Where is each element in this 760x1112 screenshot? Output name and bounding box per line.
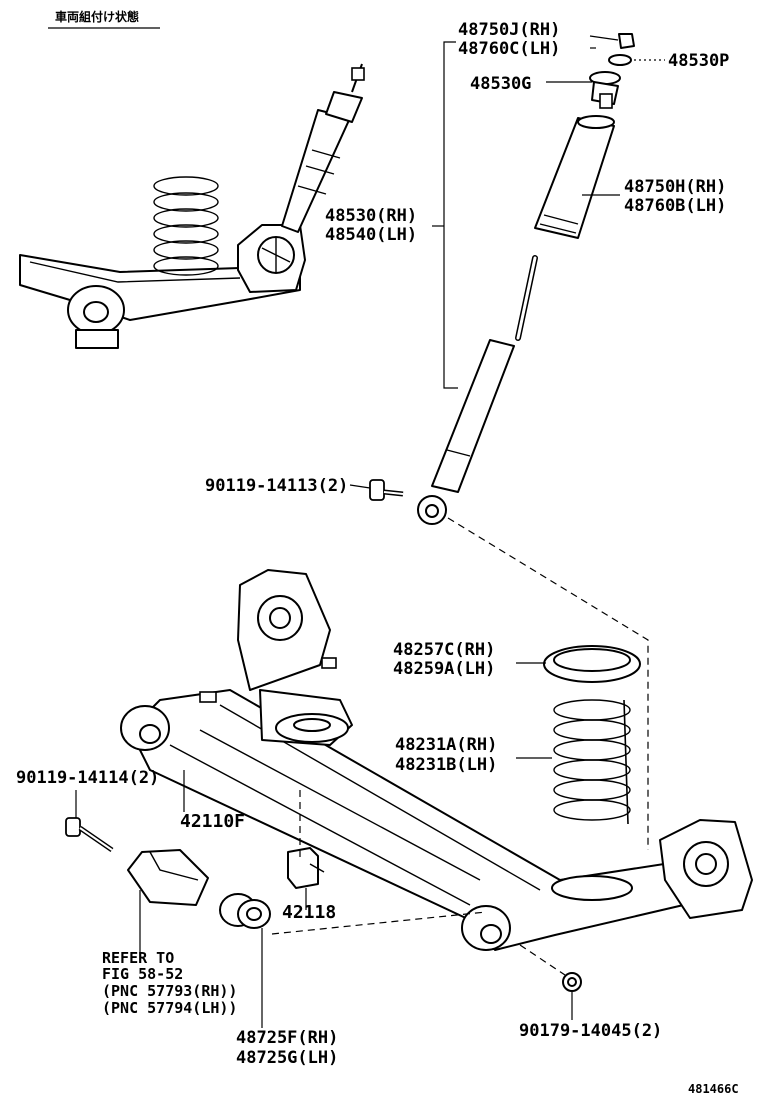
bolt-90119-14114 <box>65 817 114 853</box>
bushing-48725 <box>219 893 271 929</box>
label-washer: 48530P <box>668 51 729 71</box>
bolt-90119-14113 <box>369 479 404 501</box>
shock-absorber <box>417 255 538 525</box>
rear-axle-beam <box>120 569 753 951</box>
label-bolt-axle: 90119-14114(2) <box>16 768 159 788</box>
label-spring-lh: 48231B(LH) <box>395 755 497 775</box>
label-bump-stop: 48530G <box>470 74 531 94</box>
label-refer-line-4: (PNC 57794(LH)) <box>102 999 237 1017</box>
label-axle-beam: 42110F <box>180 811 245 832</box>
assembled-inset-illustration <box>19 63 365 349</box>
label-cap-lh: 48760C(LH) <box>458 39 560 59</box>
upper-cap-nut <box>618 33 635 49</box>
label-cap-rh: 48750J(RH) <box>458 20 560 40</box>
assembled-state-caption: 車両組付け状態 <box>55 9 139 24</box>
leader-lines <box>75 35 665 1028</box>
label-refer-line-3: (PNC 57793(RH)) <box>102 982 237 1000</box>
label-nut: 90179-14045(2) <box>519 1021 662 1041</box>
label-bushing-small: 42118 <box>282 902 336 923</box>
label-dust-boot-lh: 48760B(LH) <box>624 196 726 216</box>
spring-insulator <box>543 645 641 683</box>
bushing-42118 <box>287 847 325 889</box>
label-bolt-absorber: 90119-14113(2) <box>205 476 348 496</box>
label-refer-line-2: FIG 58-52 <box>102 965 183 983</box>
label-dust-boot-rh: 48750H(RH) <box>624 177 726 197</box>
coil-spring <box>553 699 631 825</box>
label-bushing-lh: 48725G(LH) <box>236 1048 338 1068</box>
bracket-refer-fig <box>127 849 209 906</box>
label-absorber-lh: 48540(LH) <box>325 225 417 245</box>
label-spring-rh: 48231A(RH) <box>395 735 497 755</box>
bump-stop-48530g <box>589 71 621 109</box>
dust-boot <box>534 115 615 239</box>
nut-90179-14045 <box>562 972 582 992</box>
header-caption: 車両組付け状態 <box>48 9 160 29</box>
label-absorber-rh: 48530(RH) <box>325 206 417 226</box>
washer-48530p <box>608 54 632 66</box>
label-refer-line-1: REFER TO <box>102 949 174 967</box>
figure-code: 481466C <box>688 1082 739 1096</box>
label-insulator-rh: 48257C(RH) <box>393 640 495 660</box>
label-insulator-lh: 48259A(LH) <box>393 659 495 679</box>
part-labels: 48750J(RH) 48760C(LH) 48530P 48530G 4875… <box>16 20 739 1096</box>
label-bushing-rh: 48725F(RH) <box>236 1028 338 1048</box>
